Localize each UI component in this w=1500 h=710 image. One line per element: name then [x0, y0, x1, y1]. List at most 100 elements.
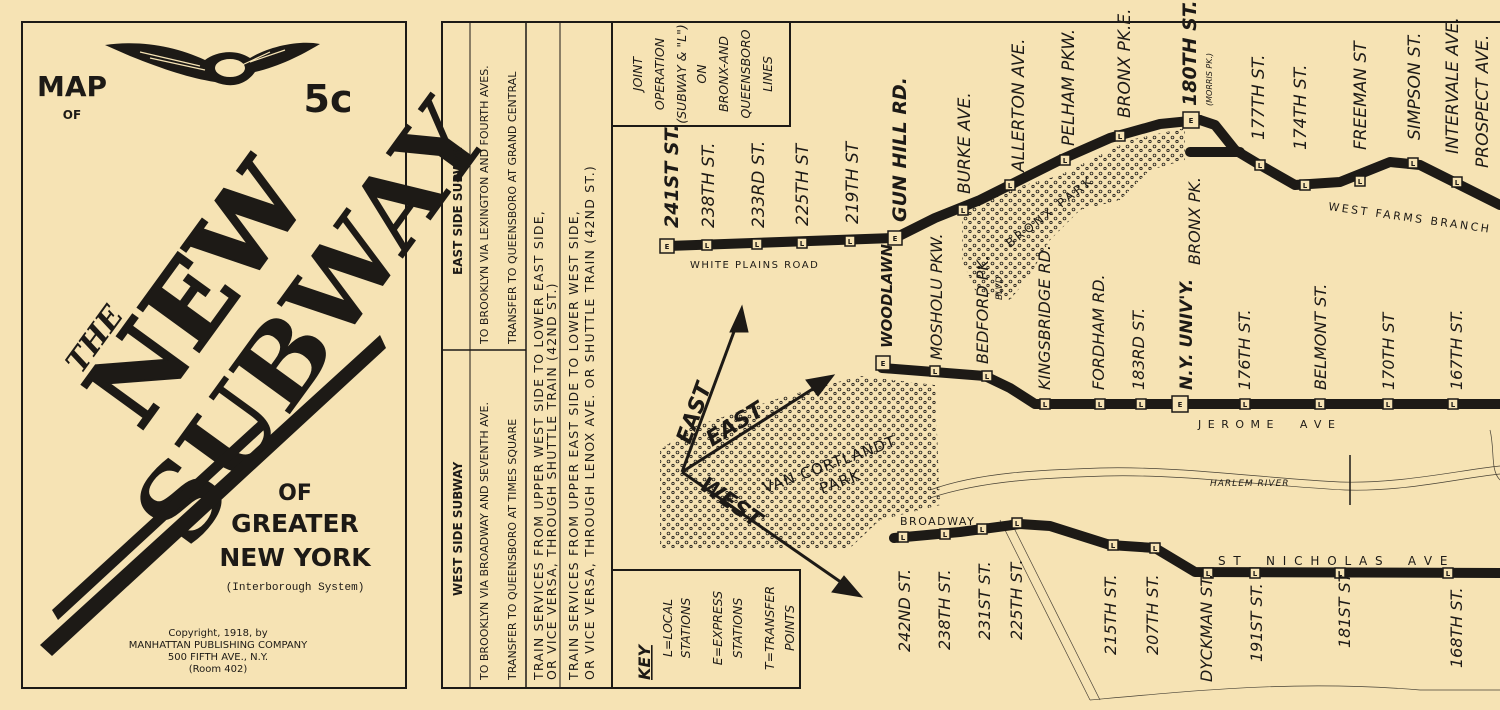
service-1a: TRAIN SERVICES FROM UPPER WEST SIDE TO L…	[531, 210, 546, 681]
svg-text:E: E	[1189, 117, 1194, 125]
svg-text:L: L	[1043, 401, 1048, 409]
svg-text:L: L	[1015, 520, 1020, 528]
west-route-line: TO BROOKLYN VIA BROADWAY AND SEVENTH AVE…	[478, 402, 491, 681]
key-line: T=TRANSFER	[762, 586, 777, 670]
station-marker: L	[929, 365, 941, 377]
of-label: OF	[278, 481, 312, 506]
station-label: 238TH ST.	[935, 569, 954, 650]
legend-key-box: KEY L=LOCAL STATIONS E=EXPRESS STATIONS …	[611, 569, 801, 689]
station-label: 207TH ST.	[1143, 574, 1162, 655]
station-label: BURKE AVE.	[955, 92, 975, 194]
station-label: BLVD	[995, 276, 1005, 300]
station-label: PROSPECT AVE.	[1473, 35, 1493, 168]
svg-text:L: L	[1303, 182, 1308, 190]
station-label: 168TH ST.	[1447, 587, 1466, 668]
system-label: (Interborough System)	[226, 582, 365, 594]
west-farms-line	[1195, 115, 1500, 210]
jerome-ave-label: J E R O M E A V E	[1197, 418, 1336, 431]
station-marker: L	[751, 238, 763, 250]
station-marker: L	[1299, 179, 1311, 191]
station-label: BRONX PK.E.	[1115, 8, 1135, 118]
joint-line: (SUBWAY & "L")	[674, 24, 689, 124]
key-title: KEY	[635, 644, 654, 680]
station-marker: L	[1011, 517, 1023, 529]
svg-text:L: L	[1446, 570, 1451, 578]
station-marker: L	[796, 237, 808, 249]
station-label: INTERVALE AVE.	[1443, 17, 1463, 154]
new-york-label: NEW YORK	[219, 543, 372, 572]
station-marker: L	[897, 531, 909, 543]
svg-text:L: L	[1338, 570, 1343, 578]
jerome-ave-line	[877, 363, 1500, 409]
joint-line: LINES	[760, 56, 775, 92]
station-label: N.Y. UNIV'Y.	[1177, 279, 1197, 390]
station-markers: E L L L L E L L L L E L L L L L E L L L …	[659, 111, 1463, 579]
station-marker: L	[1451, 176, 1463, 188]
svg-text:L: L	[1153, 545, 1158, 553]
joint-line: BRONX-AND	[716, 36, 731, 112]
station-marker: L	[1202, 567, 1214, 579]
key-line: POINTS	[782, 605, 797, 651]
svg-text:E: E	[665, 243, 670, 251]
station-marker: E	[887, 230, 903, 246]
svg-text:L: L	[705, 242, 710, 250]
joint-line: JOINT	[630, 56, 645, 95]
svg-text:L: L	[1118, 133, 1123, 141]
station-label: 191ST ST.	[1247, 583, 1266, 662]
station-marker: L	[939, 528, 951, 540]
station-marker: L	[1382, 398, 1394, 410]
east-side-heading: EAST SIDE SUBWAY	[451, 144, 465, 275]
title-swash	[40, 335, 386, 656]
station-label: 219TH ST	[843, 140, 863, 224]
station-marker: L	[1059, 154, 1071, 166]
key-line: L=LOCAL	[660, 599, 675, 657]
svg-text:L: L	[1063, 157, 1068, 165]
station-label: 170TH ST	[1379, 311, 1398, 390]
station-label: 241ST ST.	[661, 124, 683, 228]
svg-text:L: L	[1386, 401, 1391, 409]
east-route-line: TO BROOKLYN VIA LEXINGTON AND FOURTH AVE…	[478, 65, 491, 345]
svg-text:L: L	[1253, 570, 1258, 578]
svg-text:L: L	[755, 241, 760, 249]
svg-text:L: L	[1098, 401, 1103, 409]
station-label: WOODLAWN	[878, 244, 896, 348]
broadway-station-labels: 242ND ST. 238TH ST. 231ST ST. 225TH ST. …	[895, 559, 1466, 682]
station-marker: L	[1254, 159, 1266, 171]
copyright-line: MANHATTAN PUBLISHING COMPANY	[129, 640, 308, 651]
station-label: 174TH ST.	[1291, 64, 1311, 150]
svg-text:L: L	[1358, 178, 1363, 186]
station-label: 183RD ST.	[1129, 308, 1148, 390]
west-farms-station-labels: 177TH ST. 174TH ST. FREEMAN ST SIMPSON S…	[1249, 17, 1493, 168]
station-label: 225TH ST	[793, 142, 813, 226]
station-marker: L	[1107, 539, 1119, 551]
svg-text:L: L	[1455, 179, 1460, 187]
key-line: E=EXPRESS	[710, 591, 725, 665]
station-label: 181ST ST.	[1335, 569, 1354, 648]
east-transfer-line: TRANSFER TO QUEENSBORO AT GRAND CENTRAL	[506, 71, 519, 345]
info-panel: WEST SIDE SUBWAY EAST SIDE SUBWAY TO BRO…	[441, 21, 613, 689]
white-plains-station-labels: 241ST ST. 238TH ST. 233RD ST. 225TH ST 2…	[661, 0, 1214, 228]
station-marker: L	[1442, 567, 1454, 579]
svg-text:L: L	[980, 526, 985, 534]
harlem-river-label: HARLEM RIVER	[1210, 479, 1290, 489]
svg-text:L: L	[1318, 401, 1323, 409]
station-marker: L	[1149, 542, 1161, 554]
svg-text:L: L	[1008, 182, 1013, 190]
station-label: DYCKMAN ST.	[1197, 574, 1216, 682]
station-marker: L	[1407, 157, 1419, 169]
station-marker: E	[659, 238, 675, 254]
svg-text:L: L	[800, 240, 805, 248]
west-farms-label: WEST FARMS BRANCH	[1328, 200, 1493, 236]
station-marker: L	[1334, 567, 1346, 579]
svg-text:L: L	[1451, 401, 1456, 409]
svg-text:L: L	[1258, 162, 1263, 170]
bronx-park	[962, 128, 1185, 300]
copyright-line: Copyright, 1918, by	[168, 628, 267, 639]
station-marker: L	[701, 239, 713, 251]
svg-text:L: L	[1206, 570, 1211, 578]
greater-label: GREATER	[231, 509, 359, 538]
station-marker: L	[1447, 398, 1459, 410]
station-marker: L	[957, 204, 969, 216]
